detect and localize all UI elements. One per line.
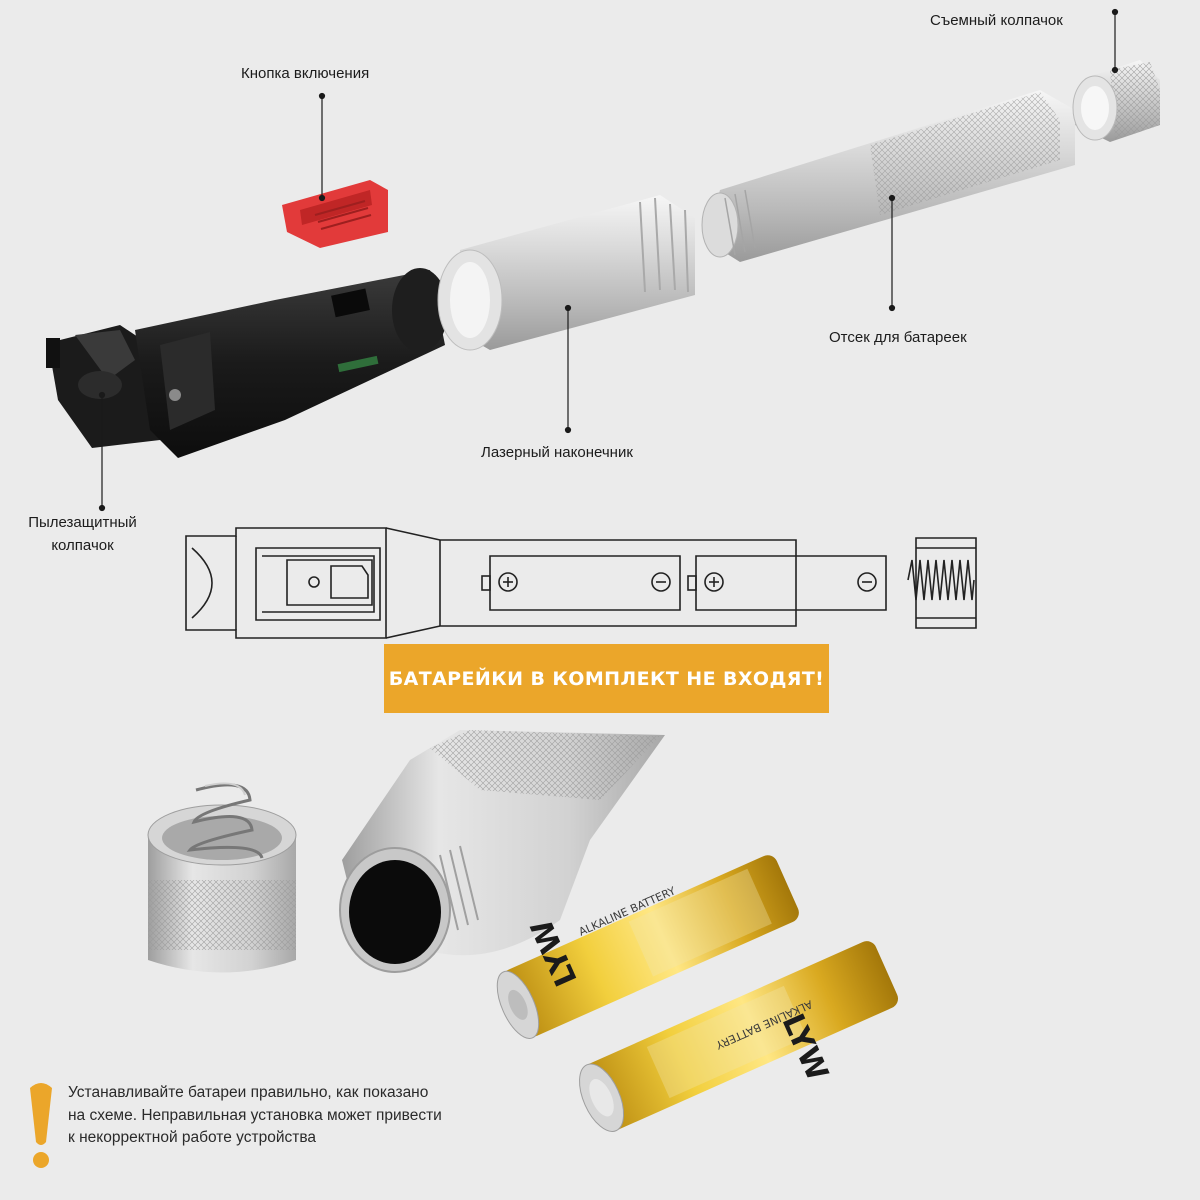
spring-cap-photo <box>147 782 297 973</box>
label-laser-tip: Лазерный наконечник <box>481 444 633 461</box>
laser-tip-part <box>437 195 695 351</box>
batteries-not-included-banner: БАТАРЕЙКИ В КОМПЛЕКТ НЕ ВХОДЯТ! <box>384 644 829 713</box>
exclamation-warning-icon <box>30 1083 52 1168</box>
battery-schematic <box>185 527 977 639</box>
installation-warning-text: Устанавливайте батареи правильно, как по… <box>68 1084 442 1146</box>
battery-photo-1 <box>496 855 799 1039</box>
battery-tube-photo <box>339 730 665 973</box>
removable-cap-part <box>1072 60 1160 142</box>
label-battery-compartment: Отсек для батареек <box>829 329 967 346</box>
banner-text: БАТАРЕЙКИ В КОМПЛЕКТ НЕ ВХОДЯТ! <box>388 667 825 690</box>
battery-compartment-part <box>701 90 1075 262</box>
label-dust-cap-line1: Пылезащитный <box>28 514 137 531</box>
label-dust-cap-line2: колпачок <box>51 537 114 554</box>
dust-cap-part <box>46 325 160 448</box>
label-removable-cap: Съемный колпачок <box>930 12 1063 29</box>
polarity-minus-icon <box>651 572 877 592</box>
laser-head-part <box>135 268 448 458</box>
polarity-plus-icon <box>498 572 724 592</box>
label-power-button: Кнопка включения <box>241 65 370 82</box>
power-button-part <box>282 180 388 248</box>
label-dust-cap: Пылезащитный колпачок <box>25 511 140 557</box>
leader-lines <box>98 8 1119 512</box>
battery-photo-2 <box>579 941 899 1132</box>
